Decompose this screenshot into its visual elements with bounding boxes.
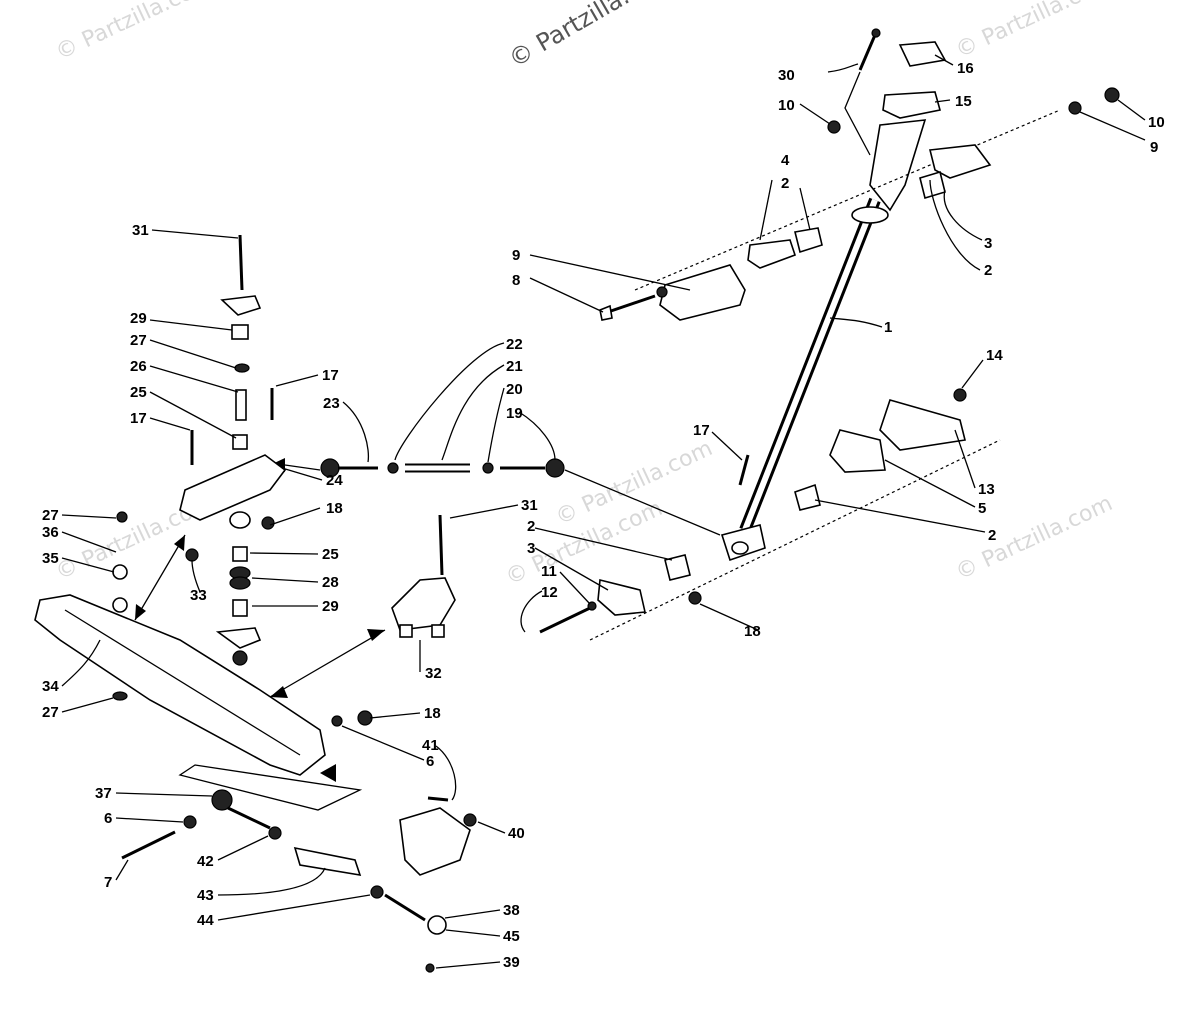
watermark: © Partzilla.com [52,0,216,65]
watermark: © Partzilla.com [952,491,1116,585]
callout-label: 30 [778,67,795,84]
callout-label: 43 [197,887,214,904]
callout-label: 36 [42,524,59,541]
callout-label: 18 [326,500,343,517]
callout-label: 17 [130,410,147,427]
callout-label: 10 [778,97,795,114]
bolt-30 [858,34,877,71]
callout-labels: 30 16 15 10 10 9 4 2 3 2 9 8 1 14 13 5 2… [42,60,1165,971]
callout-label: 12 [541,584,558,601]
callout-label: 3 [984,235,992,252]
callout-label: 40 [508,825,525,842]
callout-label: 19 [506,405,523,422]
callout-label: 1 [884,319,892,336]
callout-label: 23 [323,395,340,412]
callout-label: 33 [190,587,207,604]
callout-label: 18 [744,623,761,640]
callout-label: 39 [503,954,520,971]
bolt-17 [738,454,750,486]
spindle-connector-bar [34,594,326,776]
callout-label: 35 [42,550,59,567]
callout-label: 17 [693,422,710,439]
leader-lines [61,54,1146,969]
callout-label: 2 [988,527,996,544]
drag-link [293,846,362,877]
ski-spindle-arm [399,807,471,876]
callout-label: 31 [521,497,538,514]
callout-label: 4 [781,152,790,169]
callout-label: 27 [42,507,59,524]
upper-mount-bracket [634,109,1061,291]
callout-label: 25 [130,384,147,401]
watermark: © Partzilla.com [952,0,1116,63]
callout-label: 44 [197,912,214,929]
callout-label: 9 [1150,139,1158,156]
callout-label: 20 [506,381,523,398]
callout-label: 29 [130,310,147,327]
callout-label: 25 [322,546,339,563]
callout-label: 29 [322,598,339,615]
callout-label: 22 [506,336,523,353]
watermark: © Partzilla.com [504,0,678,73]
callout-label: 17 [322,367,339,384]
callout-label: 38 [503,902,520,919]
right-steering-arm [391,577,456,631]
callout-label: 14 [986,347,1003,364]
left-steering-arm [179,454,287,521]
callout-label: 37 [95,785,112,802]
callout-label: 26 [130,358,147,375]
callout-label: 34 [42,678,59,695]
callout-label: 6 [104,810,112,827]
callout-label: 2 [527,518,535,535]
callout-label: 45 [503,928,520,945]
callout-label: 3 [527,540,535,557]
callout-label: 42 [197,853,214,870]
callout-label: 27 [42,704,59,721]
callout-label: 8 [512,272,520,289]
callout-label: 13 [978,481,995,498]
callout-label: 2 [781,175,789,192]
callout-label: 5 [978,500,986,517]
callout-label: 16 [957,60,974,77]
parts [34,28,1120,973]
callout-label: 28 [322,574,339,591]
callout-label: 6 [426,753,434,770]
callout-label: 9 [512,247,520,264]
callout-label: 15 [955,93,972,110]
callout-label: 18 [424,705,441,722]
lower-mount-cap [829,429,886,473]
handlebar-adapter [869,119,927,212]
callout-label: 10 [1148,114,1165,131]
callout-label: 32 [425,665,442,682]
callout-label: 41 [422,737,439,754]
callout-label: 21 [506,358,523,375]
callout-label: 2 [984,262,992,279]
callout-label: 11 [541,563,557,580]
callout-label: 27 [130,332,147,349]
callout-label: 24 [326,472,343,489]
callout-label: 31 [132,222,149,239]
callout-label: 7 [104,874,112,891]
